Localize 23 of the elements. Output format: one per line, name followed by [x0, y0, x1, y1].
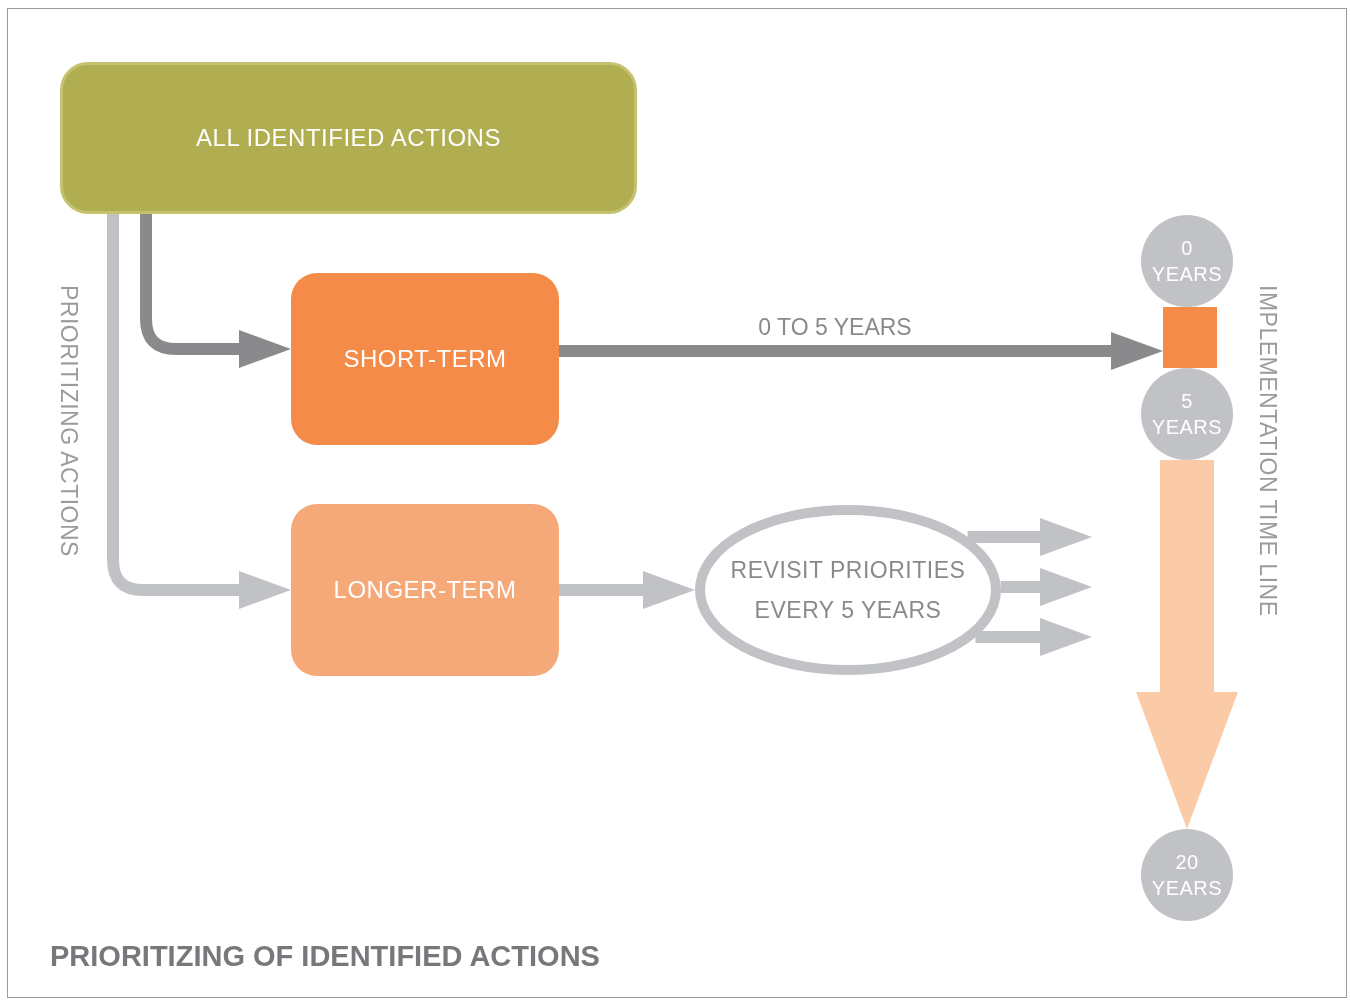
node-label: SHORT-TERM	[343, 344, 507, 374]
process-box	[291, 273, 559, 445]
process-box	[60, 62, 637, 214]
arrow	[107, 214, 291, 609]
ellipse-node	[695, 505, 1001, 675]
arrow	[559, 332, 1163, 370]
arrow	[1000, 568, 1092, 606]
node-label: ALL IDENTIFIED ACTIONS	[196, 123, 501, 153]
node-label: LONGER-TERM	[333, 575, 517, 605]
vertical-label: PRIORITIZING ACTIONS	[55, 285, 82, 557]
timeline-bar	[1163, 307, 1217, 368]
node-label: 5 YEARS	[1150, 389, 1224, 440]
vertical-label: IMPLEMENTATION TIME LINE	[1254, 285, 1281, 617]
arrow	[140, 214, 291, 368]
node-label: 20 YEARS	[1150, 850, 1224, 901]
arrow	[559, 571, 695, 609]
node-label: 0 YEARS	[1150, 236, 1224, 287]
node-label: REVISIT PRIORITIES EVERY 5 YEARS	[729, 555, 967, 625]
process-box	[291, 504, 559, 676]
arrow	[975, 618, 1092, 656]
arrow	[967, 518, 1092, 556]
diagram-title: PRIORITIZING OF IDENTIFIED ACTIONS	[50, 940, 600, 973]
arrow	[1136, 460, 1238, 829]
